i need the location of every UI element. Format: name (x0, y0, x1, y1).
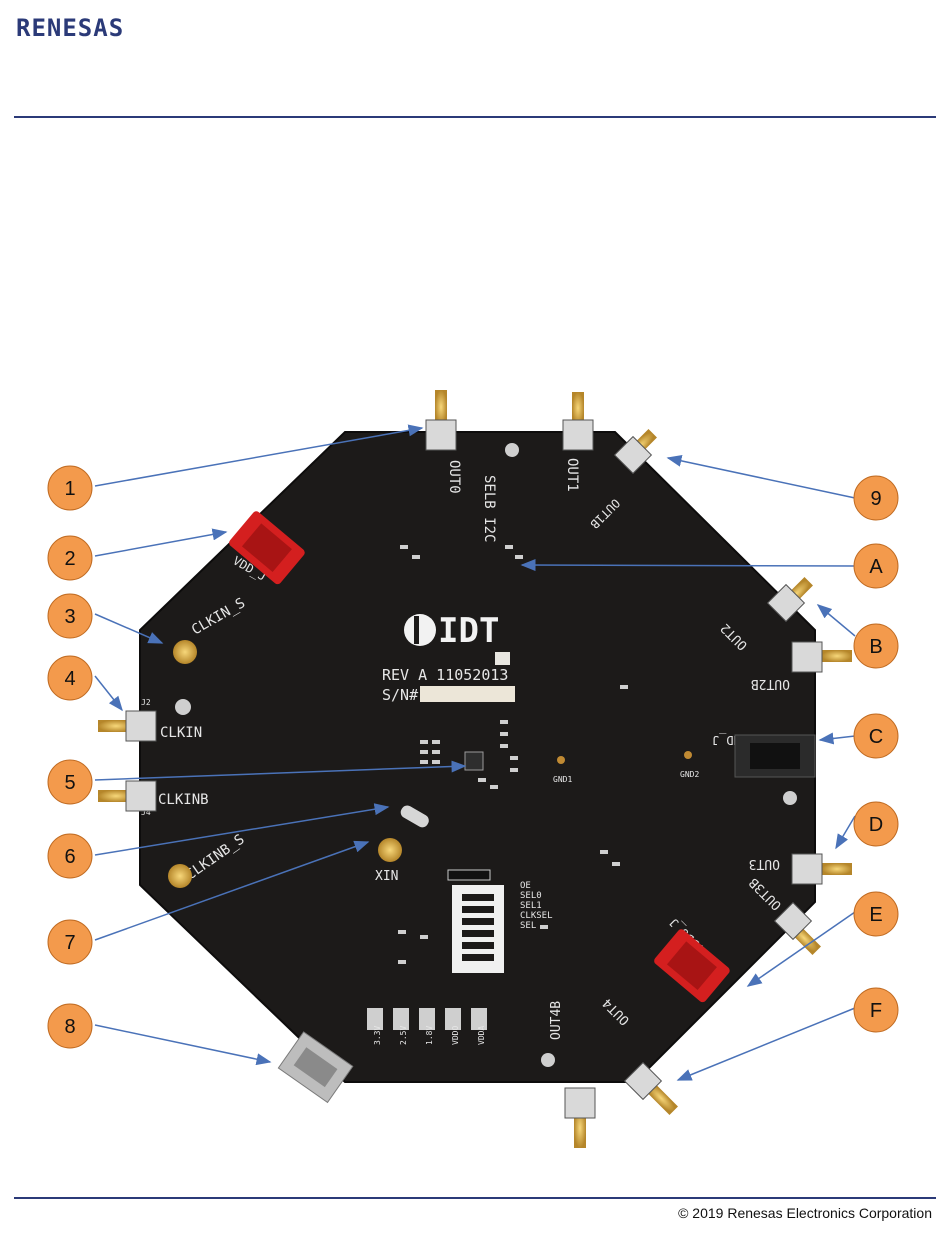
serial-sticker (420, 686, 515, 702)
dip-label: SEL0 (520, 891, 542, 901)
copyright-text: © 2019 Renesas Electronics Corporation (678, 1205, 932, 1221)
callout-a: A (854, 544, 898, 588)
gnd-jack[interactable] (735, 735, 815, 777)
dip-label: SEL (520, 921, 536, 931)
header-divider (14, 116, 936, 118)
board-figure: IDT REV A 11052013 S/N# CLKIN_S CLKIN CL… (0, 380, 950, 1160)
callout-e: E (854, 892, 898, 936)
callout-9: 9 (854, 476, 898, 520)
idt-brand: IDT (438, 611, 499, 651)
callout-f: F (854, 988, 898, 1032)
mounting-hole (505, 443, 519, 457)
callout-1: 1 (48, 466, 92, 510)
silk-out3: OUT3 (749, 856, 780, 871)
u1-chip (465, 752, 483, 770)
callout-3: 3 (48, 594, 92, 638)
mounting-hole (783, 791, 797, 805)
callout-4: 4 (48, 656, 92, 700)
silk-xin: XIN (375, 869, 398, 884)
logo-text: RENESAS (16, 14, 124, 42)
svg-text:4: 4 (64, 668, 75, 690)
footer-divider (14, 1197, 936, 1199)
silk-out1: OUT1 (564, 458, 580, 492)
svg-text:C: C (869, 726, 883, 748)
sn-label: S/N# (382, 686, 418, 704)
svg-text:7: 7 (64, 932, 75, 954)
callout-6: 6 (48, 834, 92, 878)
reg-label: 3.3V (373, 1026, 382, 1045)
silk-clkin: CLKIN (160, 725, 202, 741)
svg-text:A: A (869, 556, 883, 578)
silk-out2b: OUT2B (751, 676, 790, 691)
silk-out0: OUT0 (446, 460, 462, 494)
svg-text:1: 1 (64, 478, 75, 500)
reg-label: 2.5V (399, 1026, 408, 1045)
silk-j2: J2 (141, 698, 151, 707)
svg-text:5: 5 (64, 772, 75, 794)
svg-text:F: F (870, 1000, 882, 1022)
silk-clkinb: CLKINB (158, 792, 209, 808)
svg-text:E: E (869, 904, 882, 926)
rev-label: REV A 11052013 (382, 666, 508, 684)
svg-text:2: 2 (64, 548, 75, 570)
callout-c: C (854, 714, 898, 758)
dip-label: OE (520, 881, 531, 891)
callout-8: 8 (48, 1004, 92, 1048)
silk-gnd2: GND2 (680, 770, 699, 779)
idt-logo-mark (404, 614, 436, 646)
board-diagram: IDT REV A 11052013 S/N# CLKIN_S CLKIN CL… (0, 380, 950, 1160)
silk-selb-i2c: SELB I2C (481, 475, 497, 542)
silk-gnd1: GND1 (553, 775, 572, 784)
dip-label: CLKSEL (520, 911, 553, 921)
callout-d: D (854, 802, 898, 846)
callout-7: 7 (48, 920, 92, 964)
mounting-hole (175, 699, 191, 715)
silk-out4b: OUT4B (549, 1001, 564, 1040)
callout-b: B (854, 624, 898, 668)
reg-label: VDDO (451, 1026, 460, 1045)
mounting-hole (541, 1053, 555, 1067)
dip-label: SEL1 (520, 901, 542, 911)
reg-label: 1.8V (425, 1026, 434, 1045)
svg-text:8: 8 (64, 1016, 75, 1038)
svg-text:B: B (869, 636, 882, 658)
reg-label: VDDA (477, 1026, 486, 1045)
svg-text:9: 9 (870, 488, 881, 510)
svg-text:D: D (869, 814, 883, 836)
svg-text:3: 3 (64, 606, 75, 628)
callout-2: 2 (48, 536, 92, 580)
svg-text:6: 6 (64, 846, 75, 868)
renesas-logo: RENESAS (16, 12, 166, 42)
callout-5: 5 (48, 760, 92, 804)
